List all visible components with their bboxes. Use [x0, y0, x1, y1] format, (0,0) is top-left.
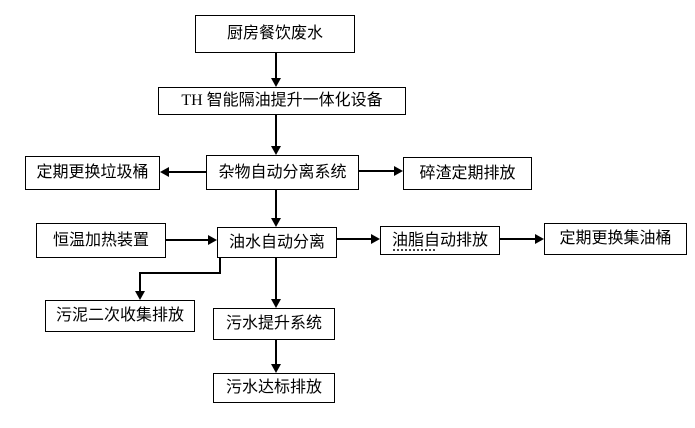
edge-oilwater-to-grease-line [337, 238, 372, 240]
edge-debris-to-oilwater-arrowhead-icon [271, 218, 281, 227]
edge-heater-to-oilwater-line [166, 239, 209, 241]
edge-kitchen-to-th-arrowhead-icon [271, 78, 281, 87]
edge-debris-to-residue-line [359, 170, 395, 172]
flow-node-replace-oil-barrel: 定期更换集油桶 [544, 223, 687, 255]
flow-node-sewage-lift-system: 污水提升系统 [213, 308, 335, 340]
edge-oilwater-to-sludge-segment1 [219, 258, 221, 274]
edge-th-to-debris-line [275, 115, 277, 147]
edge-debris-to-oilwater-line [275, 190, 277, 219]
edge-lift-to-discharge-line [275, 340, 277, 365]
flow-node-kitchen-wastewater: 厨房餐饮废水 [195, 15, 355, 53]
edge-grease-to-barrel-arrowhead-icon [535, 234, 544, 244]
flow-node-th-integrated-device: TH 智能隔油提升一体化设备 [158, 87, 406, 115]
flow-node-sludge-collection: 污泥二次收集排放 [45, 300, 195, 332]
flow-node-residue-discharge: 碎渣定期排放 [403, 157, 532, 190]
flow-node-oil-water-separation: 油水自动分离 [217, 227, 337, 258]
edge-oilwater-to-lift-line [275, 258, 277, 300]
edge-heater-to-oilwater-arrowhead-icon [208, 235, 217, 245]
edge-oilwater-to-grease-arrowhead-icon [371, 234, 380, 244]
edge-kitchen-to-th-line [275, 53, 277, 79]
edge-debris-to-residue-arrowhead-icon [394, 166, 403, 176]
edge-oilwater-to-lift-arrowhead-icon [271, 299, 281, 308]
edge-lift-to-discharge-arrowhead-icon [271, 364, 281, 373]
edge-oilwater-to-sludge-segment2 [139, 272, 221, 274]
edge-oilwater-to-sludge-arrowhead-icon [135, 291, 145, 300]
proofing-dots-underline [393, 249, 435, 251]
edge-debris-to-trash-arrowhead-icon [160, 167, 169, 177]
edge-debris-to-trash-line [168, 171, 206, 173]
flow-node-heating-device: 恒温加热装置 [36, 223, 166, 258]
edge-grease-to-barrel-line [500, 238, 536, 240]
edge-th-to-debris-arrowhead-icon [271, 146, 281, 155]
flow-node-standard-discharge: 污水达标排放 [213, 373, 335, 403]
edge-oilwater-to-sludge-segment3 [139, 272, 141, 292]
flow-node-debris-separation: 杂物自动分离系统 [206, 155, 359, 190]
flow-node-replace-trash-bin: 定期更换垃圾桶 [25, 156, 160, 190]
